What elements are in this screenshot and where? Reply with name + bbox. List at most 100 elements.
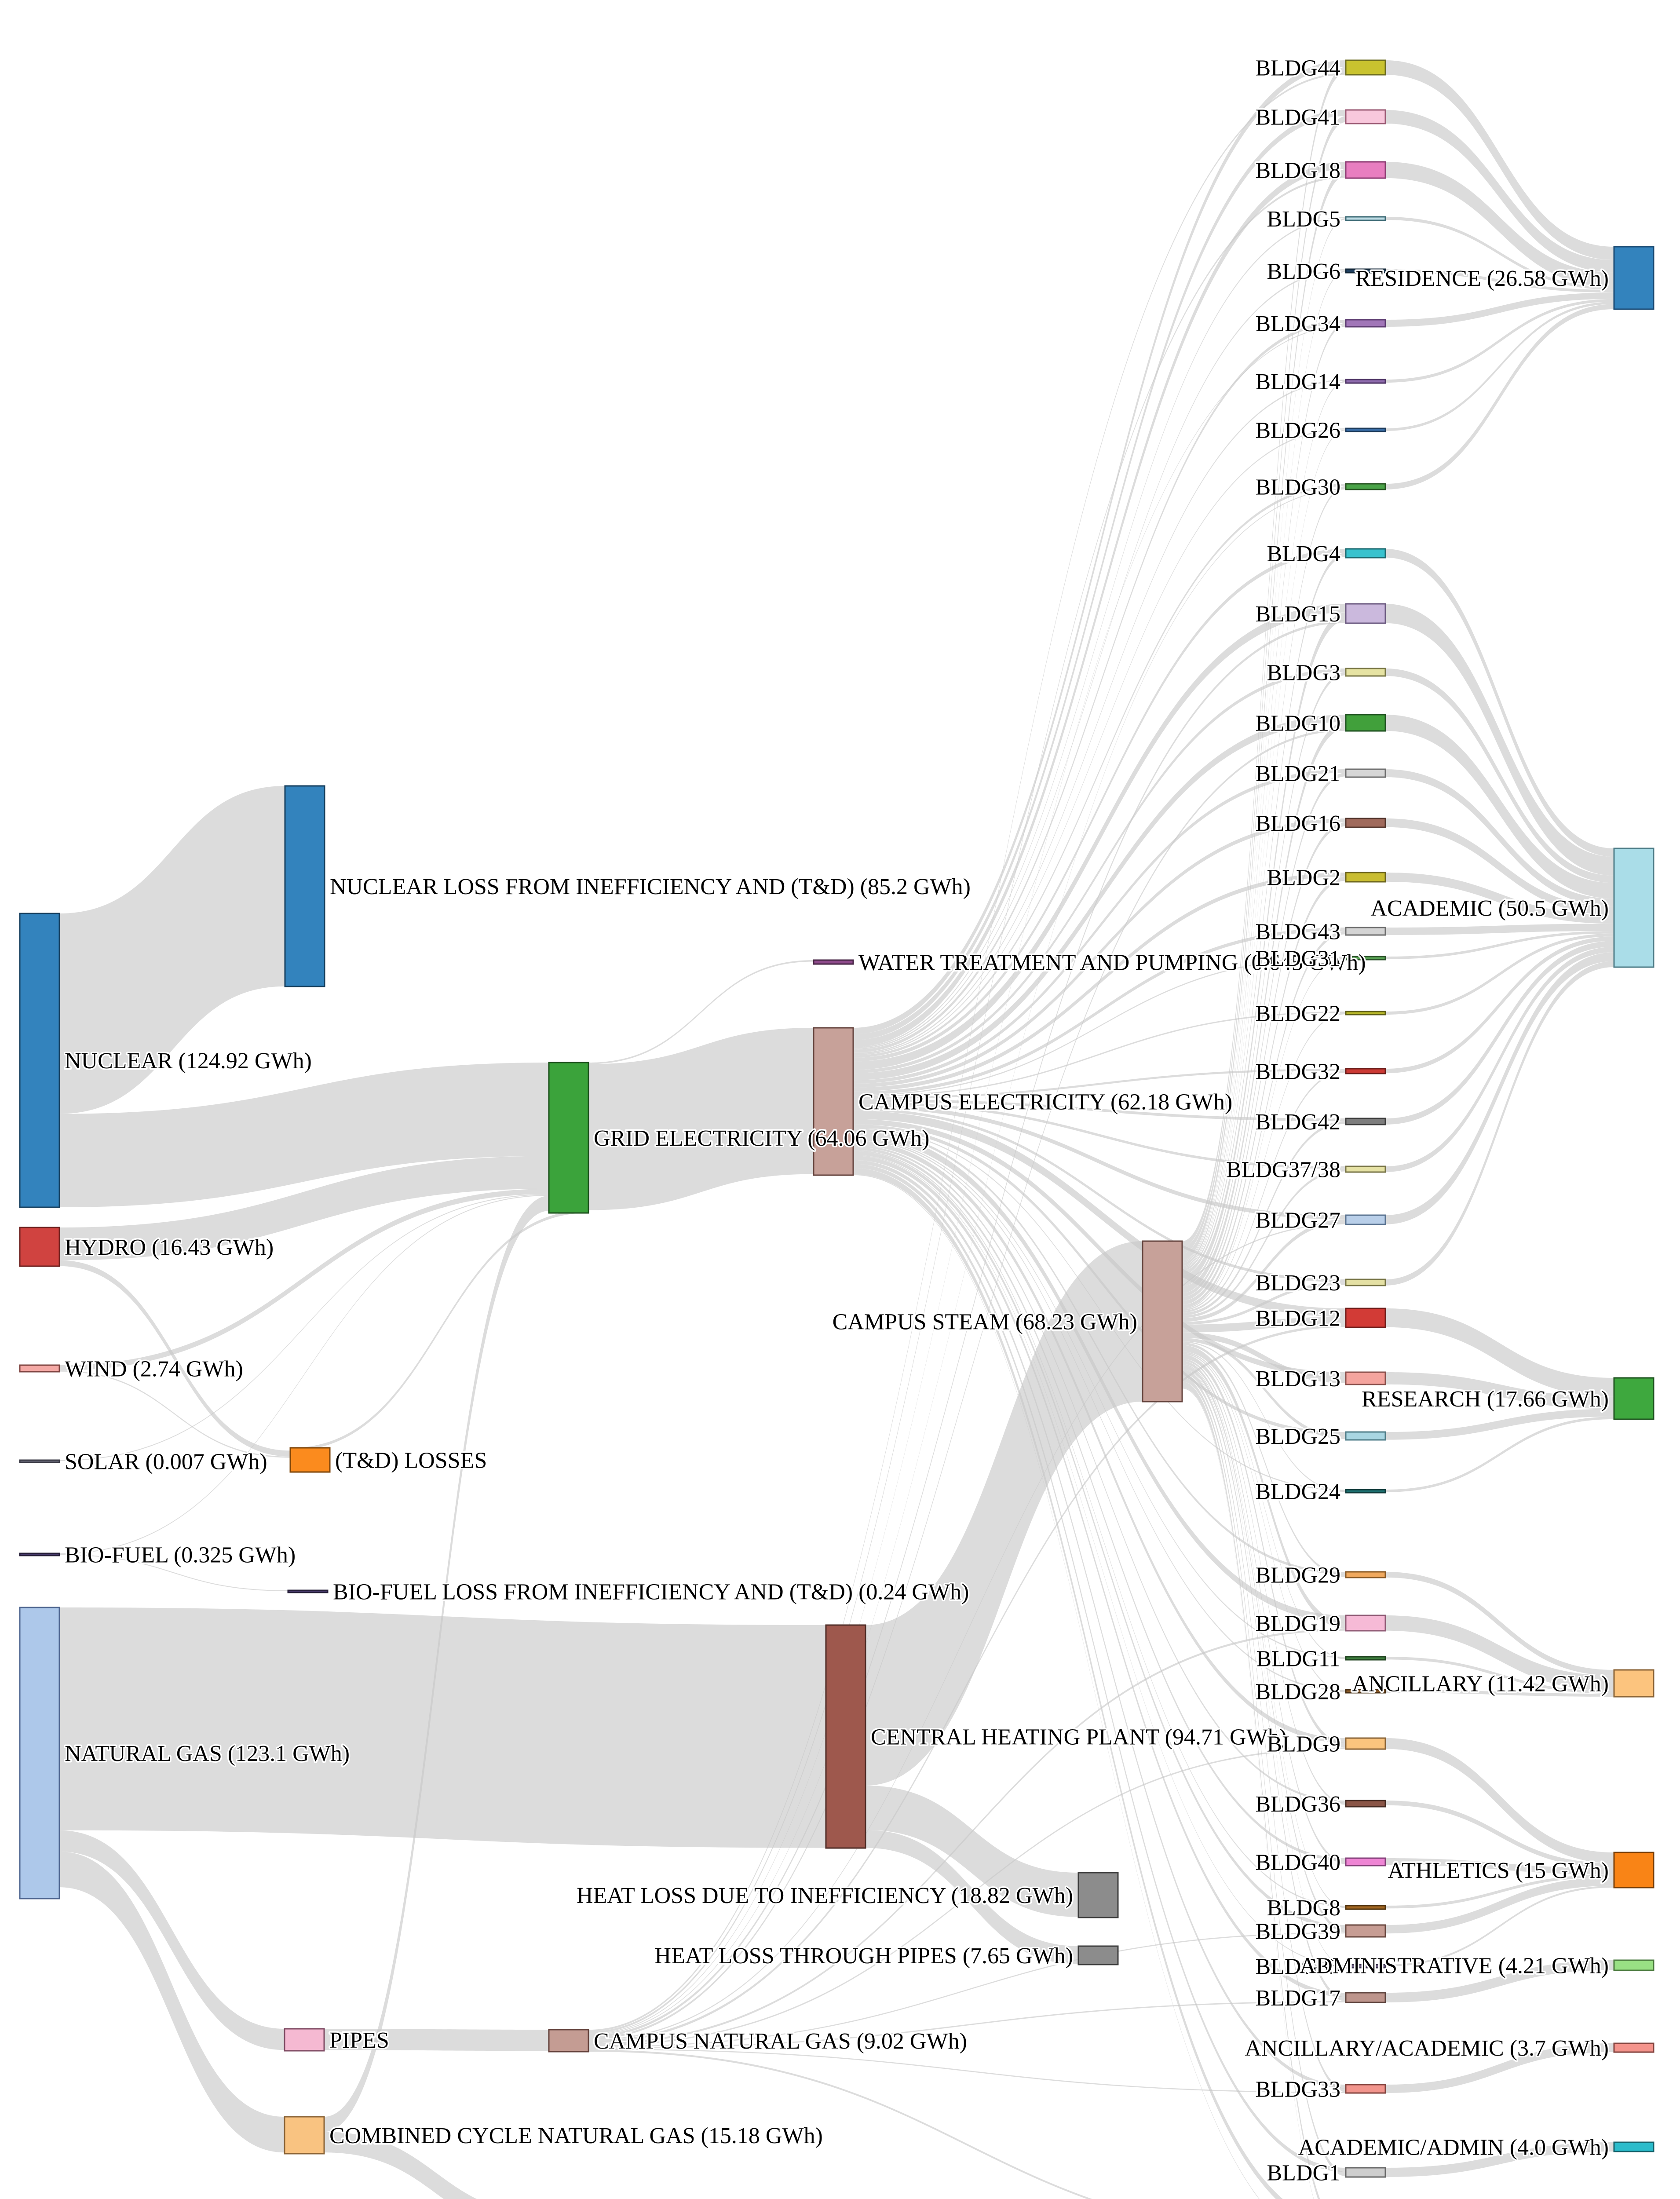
node-bldg27[interactable] bbox=[1345, 1214, 1386, 1225]
node-bldg35[interactable] bbox=[1345, 1964, 1386, 1969]
node-anc_acad[interactable] bbox=[1613, 2042, 1654, 2053]
node-heat_loss_ineff[interactable] bbox=[1077, 1872, 1119, 1918]
label-bldg4: BLDG4 bbox=[1267, 541, 1340, 566]
node-bldg21[interactable] bbox=[1345, 768, 1386, 778]
label-bldg31: BLDG31 bbox=[1255, 946, 1340, 972]
flow-link-campus_elec-bldg43 bbox=[853, 928, 1346, 1095]
node-hydro[interactable] bbox=[19, 1227, 60, 1267]
flow-link-biofuel-grid bbox=[59, 1195, 549, 1554]
node-bldg11[interactable] bbox=[1345, 1656, 1386, 1661]
flow-link-campus_steam-bldg1 bbox=[1182, 1377, 1346, 2177]
flow-link-bldg8-athletics bbox=[1385, 1874, 1614, 1909]
node-campus_steam[interactable] bbox=[1142, 1240, 1183, 1403]
node-solar[interactable] bbox=[19, 1459, 60, 1463]
node-bldg12[interactable] bbox=[1345, 1308, 1386, 1328]
node-bldg15[interactable] bbox=[1345, 603, 1386, 624]
node-bldg10[interactable] bbox=[1345, 714, 1386, 732]
node-bldg4[interactable] bbox=[1345, 548, 1386, 559]
flow-link-bldg32-academic bbox=[1385, 936, 1614, 1074]
label-bldg30: BLDG30 bbox=[1255, 475, 1340, 500]
node-bldg40[interactable] bbox=[1345, 1857, 1386, 1867]
node-nuclear[interactable] bbox=[19, 913, 60, 1208]
node-pipes[interactable] bbox=[284, 2028, 325, 2052]
label-bldg10: BLDG10 bbox=[1255, 711, 1340, 736]
flow-link-combined_cycle-ng_loss bbox=[324, 2132, 477, 2199]
node-bldg16[interactable] bbox=[1345, 818, 1386, 828]
flow-link-campus_steam-bldg14 bbox=[1182, 381, 1346, 1268]
node-td_losses[interactable] bbox=[289, 1447, 331, 1473]
flow-link-wind-grid bbox=[59, 1189, 549, 1370]
node-bldg18[interactable] bbox=[1345, 161, 1386, 179]
node-bldg19[interactable] bbox=[1345, 1615, 1386, 1632]
node-bldg36[interactable] bbox=[1345, 1800, 1386, 1808]
flow-link-campus_steam-bldg41 bbox=[1182, 116, 1346, 1253]
flow-link-bldg3-academic bbox=[1385, 668, 1614, 883]
node-bldg34[interactable] bbox=[1345, 319, 1386, 328]
flow-link-campus_steam-bldg31 bbox=[1182, 957, 1346, 1309]
label-wind: WIND (2.74 GWh) bbox=[65, 1357, 243, 1382]
node-bldg31[interactable] bbox=[1345, 956, 1386, 961]
node-grid[interactable] bbox=[548, 1062, 589, 1214]
node-bldg2[interactable] bbox=[1345, 872, 1386, 883]
flow-link-bldg1-acad_admin bbox=[1385, 2142, 1614, 2177]
flow-link-campus_elec-bldg6 bbox=[853, 269, 1346, 1050]
node-bldg39[interactable] bbox=[1345, 1924, 1386, 1938]
node-heat_loss_pipes[interactable] bbox=[1077, 1945, 1119, 1965]
node-bldg1[interactable] bbox=[1345, 2167, 1386, 2178]
node-bldg30[interactable] bbox=[1345, 483, 1386, 490]
node-bldg28[interactable] bbox=[1345, 1689, 1386, 1694]
flow-link-campus_elec-bldg33 bbox=[853, 1160, 1346, 2089]
label-bldg17: BLDG17 bbox=[1255, 1986, 1340, 2011]
node-residence[interactable] bbox=[1613, 246, 1654, 310]
label-bldg33: BLDG33 bbox=[1255, 2077, 1340, 2102]
node-bldg23[interactable] bbox=[1345, 1278, 1386, 1286]
node-bldg25[interactable] bbox=[1345, 1431, 1386, 1441]
node-biofuel_loss[interactable] bbox=[287, 1589, 329, 1593]
flow-link-solar-grid bbox=[59, 1194, 549, 1461]
flow-link-campus_steam-bldg6 bbox=[1182, 270, 1346, 1263]
node-bldg17[interactable] bbox=[1345, 1992, 1386, 2003]
node-water_treatment[interactable] bbox=[813, 959, 854, 965]
label-bldg34: BLDG34 bbox=[1255, 311, 1340, 336]
node-biofuel[interactable] bbox=[19, 1552, 60, 1556]
node-acad_admin[interactable] bbox=[1613, 2141, 1654, 2152]
node-athletics[interactable] bbox=[1613, 1852, 1654, 1889]
node-bldg13[interactable] bbox=[1345, 1371, 1386, 1385]
node-administrative[interactable] bbox=[1613, 1959, 1654, 1971]
node-bldg29[interactable] bbox=[1345, 1571, 1386, 1578]
node-bldg3[interactable] bbox=[1345, 668, 1386, 677]
node-bldg9[interactable] bbox=[1345, 1737, 1386, 1750]
node-bldg22[interactable] bbox=[1345, 1011, 1386, 1015]
node-bldg43[interactable] bbox=[1345, 927, 1386, 936]
node-bldg33[interactable] bbox=[1345, 2084, 1386, 2094]
flow-link-campus_elec-bldg5 bbox=[853, 217, 1346, 1048]
node-bldg44[interactable] bbox=[1345, 59, 1386, 76]
label-bldg1: BLDG1 bbox=[1267, 2161, 1340, 2186]
node-bldg3738[interactable] bbox=[1345, 1165, 1386, 1173]
node-campus_elec[interactable] bbox=[813, 1027, 854, 1176]
node-bldg26[interactable] bbox=[1345, 427, 1386, 432]
node-chp[interactable] bbox=[825, 1624, 866, 1849]
label-biofuel: BIO-FUEL (0.325 GWh) bbox=[65, 1543, 296, 1568]
node-ancillary[interactable] bbox=[1613, 1669, 1654, 1698]
node-bldg6[interactable] bbox=[1345, 268, 1386, 274]
node-bldg32[interactable] bbox=[1345, 1068, 1386, 1074]
node-bldg14[interactable] bbox=[1345, 379, 1386, 384]
node-bldg5[interactable] bbox=[1345, 216, 1386, 221]
node-campus_ng[interactable] bbox=[548, 2029, 589, 2053]
node-bldg8[interactable] bbox=[1345, 1905, 1386, 1910]
flow-link-bldg14-residence bbox=[1385, 299, 1614, 383]
node-wind[interactable] bbox=[19, 1364, 60, 1373]
node-academic[interactable] bbox=[1613, 847, 1654, 968]
node-combined_cycle[interactable] bbox=[284, 2116, 325, 2155]
node-nuclear_loss[interactable] bbox=[284, 785, 325, 987]
flow-link-bldg10-academic bbox=[1385, 715, 1614, 899]
node-natgas[interactable] bbox=[19, 1607, 60, 1899]
node-bldg41[interactable] bbox=[1345, 109, 1386, 124]
node-research[interactable] bbox=[1613, 1377, 1654, 1420]
flow-link-campus_ng-bldg19 bbox=[588, 1629, 1346, 2046]
flow-link-bldg11-ancillary bbox=[1385, 1657, 1614, 1694]
node-bldg42[interactable] bbox=[1345, 1118, 1386, 1125]
label-bldg14: BLDG14 bbox=[1255, 369, 1340, 395]
node-bldg24[interactable] bbox=[1345, 1489, 1386, 1494]
